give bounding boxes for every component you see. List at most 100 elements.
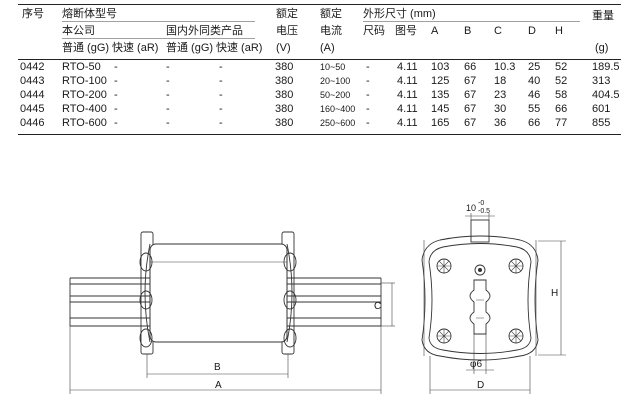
dim-label-h: H [551, 288, 558, 299]
cell-size-code: - [366, 89, 370, 101]
right-knob-mid [283, 290, 297, 310]
cell-size-code: - [366, 75, 370, 87]
header-dim-d: D [528, 25, 536, 37]
header-dimensions: 外形尺寸 (mm) [363, 6, 436, 20]
cell-seq: 0445 [20, 103, 44, 115]
cell-dim-h: 52 [555, 61, 567, 73]
cell-size-code: - [366, 117, 370, 129]
cell-voltage: 380 [275, 89, 293, 101]
cell-model-ar: - [114, 117, 118, 129]
header-ar-domestic: 快速 (aR) [216, 41, 262, 54]
header-ar-company: 快速 (aR) [112, 41, 158, 54]
cell-voltage: 380 [275, 75, 293, 87]
cell-model-gg: RTO-200 [62, 89, 107, 101]
cell-weight: 404.5 [592, 89, 620, 101]
cell-dim-c: 18 [494, 75, 506, 87]
cell-domestic-ar: - [219, 103, 223, 115]
cell-weight: 313 [592, 75, 610, 87]
cell-weight: 855 [592, 117, 610, 129]
cell-domestic-gg: - [166, 61, 170, 73]
cell-dim-b: 67 [464, 103, 476, 115]
hole-top-right-cross [509, 259, 523, 273]
cell-dim-h: 66 [555, 103, 567, 115]
header-rated-voltage-2: 电压 [276, 24, 298, 37]
top-tab [470, 219, 490, 243]
header-figure-no: 图号 [395, 24, 417, 37]
cell-dim-c: 36 [494, 117, 506, 129]
cell-dim-d: 66 [528, 117, 540, 129]
cell-dim-a: 125 [431, 75, 449, 87]
cell-voltage: 380 [275, 117, 293, 129]
corner-holes [436, 258, 524, 344]
cell-dim-h: 52 [555, 75, 567, 87]
cell-dim-h: 58 [555, 89, 567, 101]
header-rated-current-unit: (A) [320, 42, 335, 54]
cell-model-ar: - [114, 103, 118, 115]
center-slot [469, 279, 491, 335]
header-rated-current-2: 电流 [320, 23, 342, 37]
cell-figure-no: 4.11 [397, 75, 418, 87]
cell-current: 20~100 [320, 76, 350, 86]
cell-model-ar: - [114, 61, 118, 73]
cell-seq: 0443 [20, 75, 44, 87]
cell-dim-d: 40 [528, 75, 540, 87]
left-knob-mid [139, 290, 153, 310]
header-gg-company: 普通 (gG) [62, 40, 109, 54]
right-knob-bottom [283, 328, 297, 348]
cell-figure-no: 4.11 [397, 117, 418, 129]
spec-table: 序号 熔断体型号 本公司 国内外同类产品 普通 (gG) 快速 (aR) 普通 … [18, 4, 621, 135]
cell-dim-c: 23 [494, 89, 506, 101]
cell-weight: 189.5 [592, 61, 620, 73]
cell-dim-b: 67 [464, 75, 476, 87]
cell-figure-no: 4.11 [397, 103, 418, 115]
cell-dim-a: 165 [431, 117, 449, 129]
dim-label-a: A [215, 380, 222, 391]
cell-dim-d: 25 [528, 61, 540, 73]
cell-size-code: - [366, 61, 370, 73]
cell-figure-no: 4.11 [397, 89, 418, 101]
dim-label-d: D [477, 380, 484, 391]
dim-label-top: 10 [466, 203, 476, 213]
header-domestic: 国内外同类产品 [166, 23, 243, 37]
hole-bottom-left-cross [437, 329, 451, 343]
header-dim-a: A [431, 25, 439, 37]
cell-dim-d: 46 [528, 89, 540, 101]
dim-label-c: C [374, 301, 381, 312]
cell-dim-a: 103 [431, 61, 449, 73]
dim-label-top-sub: -0.5 [478, 208, 490, 215]
cell-current: 50~200 [320, 90, 350, 100]
cell-dim-b: 67 [464, 89, 476, 101]
cell-current: 250~600 [320, 118, 355, 128]
cell-seq: 0444 [20, 89, 44, 101]
cell-current: 160~400 [320, 104, 355, 114]
cell-seq: 0446 [20, 117, 44, 129]
hole-bottom-right-cross [509, 329, 523, 343]
cell-domestic-ar: - [219, 61, 223, 73]
left-knob-bottom [139, 328, 153, 348]
header-model: 熔断体型号 [62, 6, 117, 20]
cell-current: 10~50 [320, 62, 345, 72]
cell-model-ar: - [114, 89, 118, 101]
indicator-dot [478, 268, 482, 272]
dim-label-b: B [214, 362, 221, 373]
cell-seq: 0442 [20, 61, 44, 73]
cell-size-code: - [366, 103, 370, 115]
cell-weight: 601 [592, 103, 610, 115]
header-weight: 重量 [592, 8, 614, 22]
center-slot-detail [476, 299, 484, 319]
cell-domestic-gg: - [166, 75, 170, 87]
cell-domestic-ar: - [219, 89, 223, 101]
cell-dim-d: 55 [528, 103, 540, 115]
right-knob-top [283, 252, 297, 272]
header-seq: 序号 [22, 6, 44, 20]
cell-dim-b: 67 [464, 117, 476, 129]
cell-model-gg: RTO-100 [62, 75, 107, 87]
cell-model-ar: - [114, 75, 118, 87]
left-knob-top [139, 252, 153, 272]
